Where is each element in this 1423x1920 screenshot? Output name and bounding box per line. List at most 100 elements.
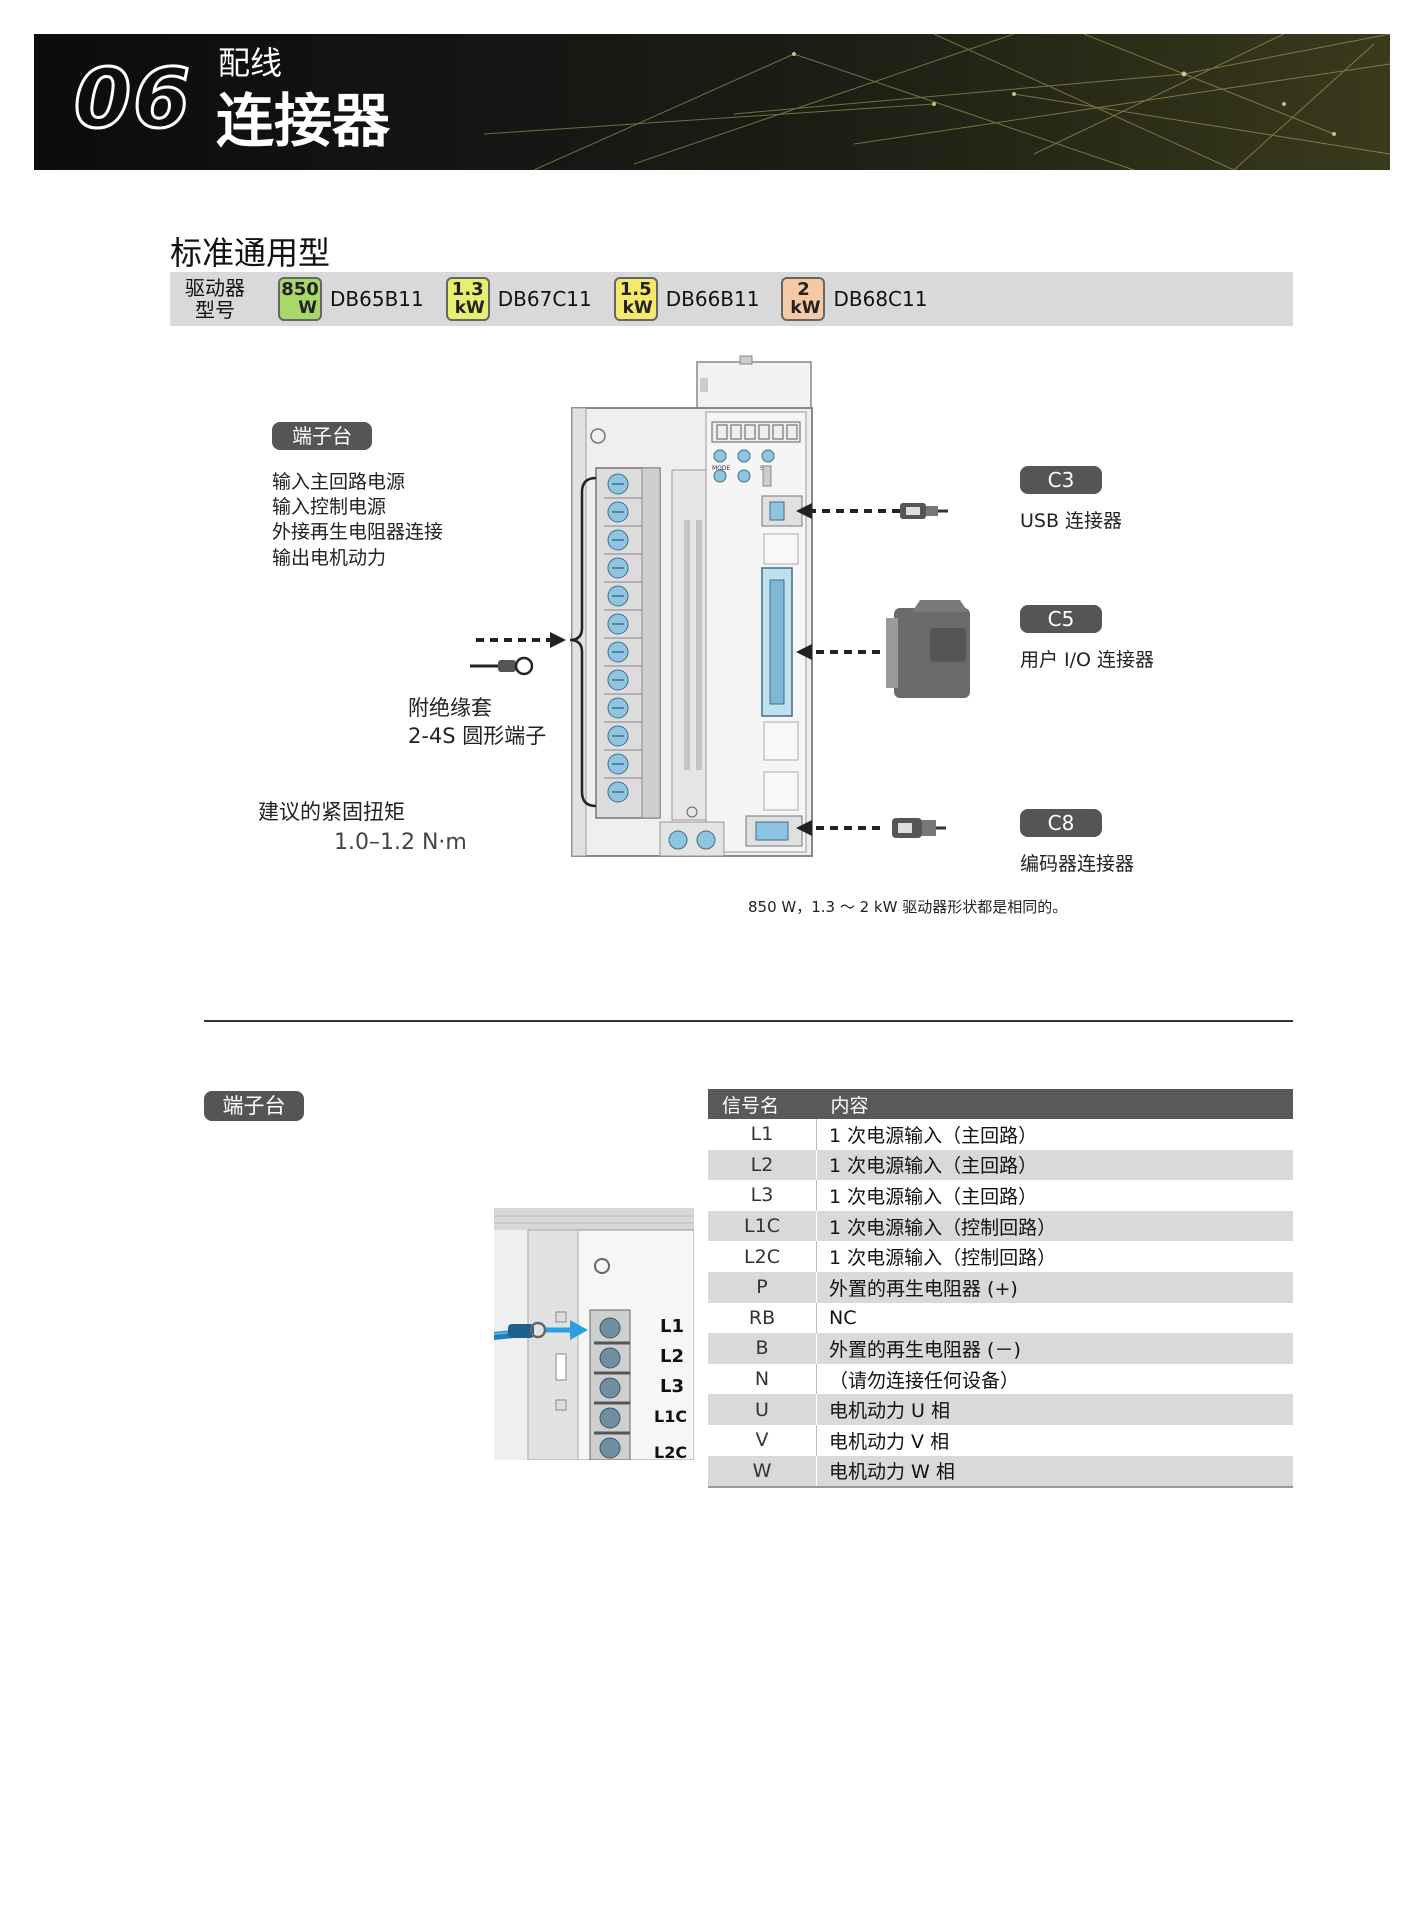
photo-label: L2C	[654, 1443, 687, 1460]
signal-name-cell: RB	[708, 1302, 817, 1334]
header-signal: 信号名	[708, 1089, 817, 1119]
badge-unit: kW	[790, 298, 821, 318]
power-badge: 2 kW	[781, 277, 826, 321]
model-name: DB67C11	[497, 287, 592, 311]
ring-terminal-label: 附绝缘套	[408, 696, 492, 720]
badge-unit: kW	[622, 298, 653, 318]
power-badge: 1.5 kW	[613, 277, 658, 321]
signal-name-cell: L1	[708, 1119, 817, 1150]
model-item: 2 kW DB68C11	[781, 277, 927, 321]
signal-name-cell: L1C	[708, 1210, 817, 1242]
signal-content-cell: 1 次电源输入（控制回路）	[829, 1247, 1057, 1270]
signal-name-cell: L3	[708, 1180, 817, 1211]
photo-label: L1C	[654, 1407, 687, 1426]
badge-unit: W	[298, 298, 317, 318]
model-name: DB66B11	[665, 287, 760, 311]
badge-value: 1.3	[451, 279, 484, 300]
signal-name-cell: B	[708, 1333, 817, 1364]
signal-content-cell: （请勿连接任何设备）	[829, 1369, 1020, 1392]
section-title: 标准通用型	[170, 234, 331, 272]
network-background-graphic	[483, 34, 1390, 170]
model-item: 1.5 kW DB66B11	[613, 277, 760, 321]
model-label-line1: 驱动器	[185, 276, 245, 300]
table-row: RB NC	[708, 1302, 1293, 1334]
terminal-line: 输出电机动力	[272, 547, 387, 569]
photo-label: L2	[660, 1346, 684, 1367]
c5-description: 用户 I/O 连接器	[1020, 649, 1155, 671]
signal-name-cell: L2C	[708, 1241, 817, 1272]
model-name: DB68C11	[833, 287, 928, 311]
c8-tag: C8	[1020, 809, 1102, 837]
table-row: L2C 1 次电源输入（控制回路）	[708, 1241, 1293, 1272]
c3-description: USB 连接器	[1020, 510, 1123, 532]
chapter-banner: 06 配线 连接器	[34, 34, 1390, 170]
signal-content-cell: NC	[829, 1306, 857, 1329]
header-content: 内容	[816, 1089, 1293, 1119]
signal-content-cell: 电机动力 U 相	[816, 1394, 1293, 1425]
table-row: N （请勿连接任何设备）	[708, 1363, 1293, 1395]
terminal-section-tag: 端子台	[204, 1091, 304, 1121]
io-connector-icon	[886, 600, 970, 698]
signal-name-cell: W	[708, 1455, 817, 1489]
section-divider	[204, 1020, 1293, 1022]
servo-drive-diagram: MODE SET	[470, 355, 970, 857]
signal-content-cell: 1 次电源输入（主回路）	[816, 1149, 1293, 1181]
terminal-tag: 端子台	[272, 422, 372, 450]
chapter-number: 06	[72, 51, 193, 149]
signal-content-cell: 外置的再生电阻器 (－)	[816, 1333, 1293, 1364]
c3-tag: C3	[1020, 466, 1102, 494]
model-label: 驱动器 型号	[170, 277, 260, 321]
model-label-line2: 型号	[195, 298, 235, 322]
table-row: L3 1 次电源输入（主回路）	[708, 1180, 1293, 1211]
badge-value: 2	[797, 279, 810, 300]
signal-name-cell: N	[708, 1363, 817, 1395]
chapter-subtitle: 配线	[218, 44, 283, 82]
model-item: 1.3 kW DB67C11	[445, 277, 592, 321]
signal-content-cell: 电机动力 W 相	[816, 1455, 1293, 1489]
badge-value: 850	[281, 279, 319, 300]
table-header-row: 信号名 内容	[708, 1089, 1293, 1119]
signal-name-cell: L2	[708, 1149, 817, 1181]
signal-content-cell: 电机动力 V 相	[829, 1430, 950, 1453]
badge-value: 1.5	[619, 279, 652, 300]
terminal-screws	[604, 473, 652, 803]
signal-name-cell: V	[708, 1424, 817, 1456]
c8-description: 编码器连接器	[1020, 853, 1135, 875]
encoder-plug-icon	[892, 818, 946, 838]
table-row: V 电机动力 V 相	[708, 1424, 1293, 1456]
seven-segment-display	[711, 421, 801, 443]
power-badge: 850 W	[278, 277, 322, 321]
torque-label: 建议的紧固扭矩	[258, 800, 405, 824]
model-bar: 驱动器 型号 850 W DB65B11 1.3 kW DB67C11 1.5 …	[170, 272, 1293, 326]
terminal-line: 外接再生电阻器连接	[272, 521, 444, 543]
ring-terminal-icon	[529, 1321, 547, 1339]
ring-terminal-icon	[514, 656, 534, 676]
terminal-line: 输入控制电源	[272, 496, 387, 518]
signal-content-cell: 1 次电源输入（主回路）	[829, 1185, 1038, 1208]
mode-button-label: MODE	[712, 465, 731, 472]
signal-name-cell: P	[708, 1271, 817, 1303]
model-name: DB65B11	[330, 287, 424, 311]
badge-unit: kW	[454, 298, 485, 318]
diagram-note: 850 W，1.3 ～ 2 kW 驱动器形状都是相同的。	[748, 898, 1068, 916]
signal-name-cell: U	[708, 1394, 817, 1425]
table-row: L1 1 次电源输入（主回路）	[708, 1119, 1293, 1150]
torque-value: 1.0–1.2 N·m	[334, 830, 467, 855]
power-badge: 1.3 kW	[445, 277, 490, 321]
photo-label: L3	[660, 1376, 684, 1397]
ring-terminal-spec: 2-4S 圆形端子	[408, 724, 547, 748]
model-item: 850 W DB65B11	[278, 277, 424, 321]
signal-content-cell: 1 次电源输入（控制回路）	[816, 1210, 1293, 1242]
chapter-title: 连接器	[216, 87, 391, 155]
panel-buttons	[713, 449, 775, 483]
terminal-line: 输入主回路电源	[272, 471, 406, 493]
usb-plug-icon	[900, 503, 948, 519]
signal-content-cell: 1 次电源输入（主回路）	[829, 1124, 1038, 1147]
terminal-bracket	[569, 476, 597, 808]
c5-tag: C5	[1020, 605, 1102, 633]
